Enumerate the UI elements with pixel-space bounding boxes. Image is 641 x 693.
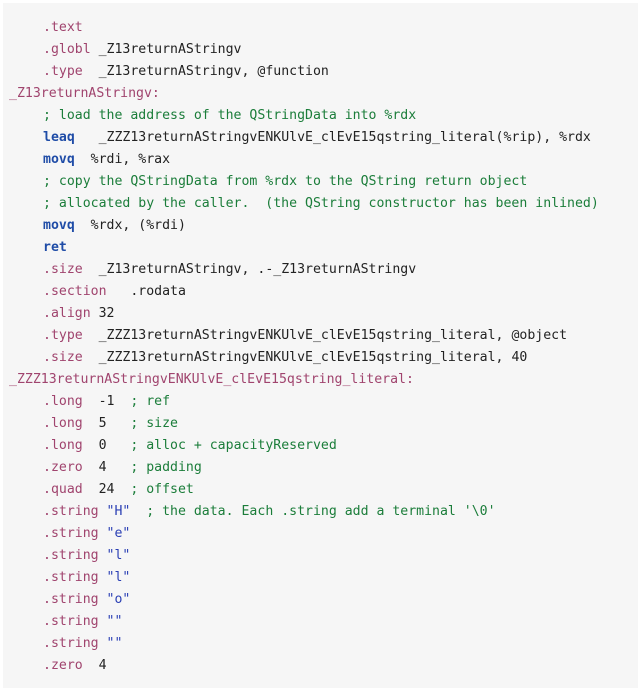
code-token: ; the data. Each .string add a terminal … bbox=[130, 504, 496, 519]
code-token: .string bbox=[43, 636, 99, 651]
code-token: .string bbox=[43, 526, 99, 541]
code-line: .string "l" bbox=[3, 545, 638, 567]
code-token: "H" bbox=[98, 504, 131, 519]
code-line: .size _Z13returnAStringv, .-_Z13returnAS… bbox=[3, 259, 638, 281]
code-line: .zero 4 bbox=[3, 655, 638, 677]
code-token: _ZZZ13returnAStringvENKUlvE_clEvE15qstri… bbox=[9, 372, 414, 387]
code-line: .string "H" ; the data. Each .string add… bbox=[3, 501, 638, 523]
code-line: .globl _Z13returnAStringv bbox=[3, 39, 638, 61]
code-line: .string "" bbox=[3, 611, 638, 633]
code-token: ; offset bbox=[114, 482, 194, 497]
code-token: _ZZZ13returnAStringvENKUlvE_clEvE15qstri… bbox=[82, 328, 568, 343]
code-line: .string "l" bbox=[3, 567, 638, 589]
code-token: %rdx, (%rdi) bbox=[74, 218, 186, 233]
code-token: ; ref bbox=[114, 394, 171, 409]
code-token: _ZZZ13returnAStringvENKUlvE_clEvE15qstri… bbox=[82, 350, 512, 365]
code-block: .text.globl _Z13returnAStringv.type _Z13… bbox=[3, 3, 638, 688]
code-token: .long bbox=[43, 394, 83, 409]
code-token: .string bbox=[43, 570, 99, 585]
code-token: .long bbox=[43, 438, 83, 453]
code-token: "" bbox=[98, 614, 123, 629]
code-token: movq bbox=[43, 218, 75, 233]
code-line: .size _ZZZ13returnAStringvENKUlvE_clEvE1… bbox=[3, 347, 638, 369]
code-token: _Z13returnAStringv, .-_Z13returnAStringv bbox=[82, 262, 417, 277]
code-token: _Z13returnAStringv: bbox=[9, 86, 160, 101]
code-line: movq %rdi, %rax bbox=[3, 149, 638, 171]
code-line: .section .rodata bbox=[3, 281, 638, 303]
code-line: .type _ZZZ13returnAStringvENKUlvE_clEvE1… bbox=[3, 325, 638, 347]
code-token: .string bbox=[43, 504, 99, 519]
code-line: .long 0 ; alloc + capacityReserved bbox=[3, 435, 638, 457]
code-token: .globl bbox=[43, 42, 91, 57]
code-token: "l" bbox=[98, 548, 131, 563]
code-token: .quad bbox=[43, 482, 83, 497]
code-token: .section bbox=[43, 284, 107, 299]
code-token: 4 bbox=[82, 658, 107, 673]
code-line: .long 5 ; size bbox=[3, 413, 638, 435]
code-line: .long -1 ; ref bbox=[3, 391, 638, 413]
code-token: .string bbox=[43, 614, 99, 629]
code-token: "l" bbox=[98, 570, 131, 585]
code-token: "o" bbox=[98, 592, 131, 607]
code-token: 5 bbox=[82, 416, 107, 431]
code-line: ret bbox=[3, 237, 638, 259]
code-token: .type bbox=[43, 328, 83, 343]
code-token: .size bbox=[43, 350, 83, 365]
code-token: ; copy the QStringData from %rdx to the … bbox=[43, 174, 528, 189]
code-token: ; load the address of the QStringData in… bbox=[43, 108, 417, 123]
code-token: .align bbox=[43, 306, 91, 321]
code-token: ; allocated by the caller. (the QString … bbox=[43, 196, 599, 211]
code-token: 32 bbox=[90, 306, 115, 321]
code-line: .type _Z13returnAStringv, @function bbox=[3, 61, 638, 83]
code-token: 24 bbox=[82, 482, 115, 497]
code-token: .zero bbox=[43, 460, 83, 475]
code-line: .string "" bbox=[3, 633, 638, 655]
code-token: .type bbox=[43, 64, 83, 79]
code-token: %rdi, %rax bbox=[74, 152, 171, 167]
code-token: .zero bbox=[43, 658, 83, 673]
code-token: ; size bbox=[106, 416, 178, 431]
code-token: leaq bbox=[43, 130, 75, 145]
code-line: .align 32 bbox=[3, 303, 638, 325]
code-token: .long bbox=[43, 416, 83, 431]
code-line: .string "o" bbox=[3, 589, 638, 611]
code-token: .string bbox=[43, 548, 99, 563]
code-token: 40 bbox=[511, 350, 528, 365]
code-line: movq %rdx, (%rdi) bbox=[3, 215, 638, 237]
code-token: .text bbox=[43, 20, 83, 35]
code-line: .string "e" bbox=[3, 523, 638, 545]
code-token: 0 bbox=[82, 438, 107, 453]
code-token: movq bbox=[43, 152, 75, 167]
code-line: ; allocated by the caller. (the QString … bbox=[3, 193, 638, 215]
code-token: "e" bbox=[98, 526, 131, 541]
code-token: _Z13returnAStringv, @function bbox=[82, 64, 329, 79]
code-token: _ZZZ13returnAStringvENKUlvE_clEvE15qstri… bbox=[74, 130, 591, 145]
code-token: .string bbox=[43, 592, 99, 607]
code-token: "" bbox=[98, 636, 123, 651]
code-line: _ZZZ13returnAStringvENKUlvE_clEvE15qstri… bbox=[3, 369, 638, 391]
code-line: ; copy the QStringData from %rdx to the … bbox=[3, 171, 638, 193]
code-token: -1 bbox=[82, 394, 115, 409]
code-token: ; padding bbox=[106, 460, 202, 475]
code-line: ; load the address of the QStringData in… bbox=[3, 105, 638, 127]
code-token: _Z13returnAStringv bbox=[90, 42, 242, 57]
code-line: leaq _ZZZ13returnAStringvENKUlvE_clEvE15… bbox=[3, 127, 638, 149]
code-token: .rodata bbox=[106, 284, 186, 299]
code-line: .quad 24 ; offset bbox=[3, 479, 638, 501]
code-token: .size bbox=[43, 262, 83, 277]
code-token: 4 bbox=[82, 460, 107, 475]
code-line: .text bbox=[3, 17, 638, 39]
code-token: ret bbox=[43, 240, 67, 255]
code-token: ; alloc + capacityReserved bbox=[106, 438, 337, 453]
code-line: _Z13returnAStringv: bbox=[3, 83, 638, 105]
code-line: .zero 4 ; padding bbox=[3, 457, 638, 479]
